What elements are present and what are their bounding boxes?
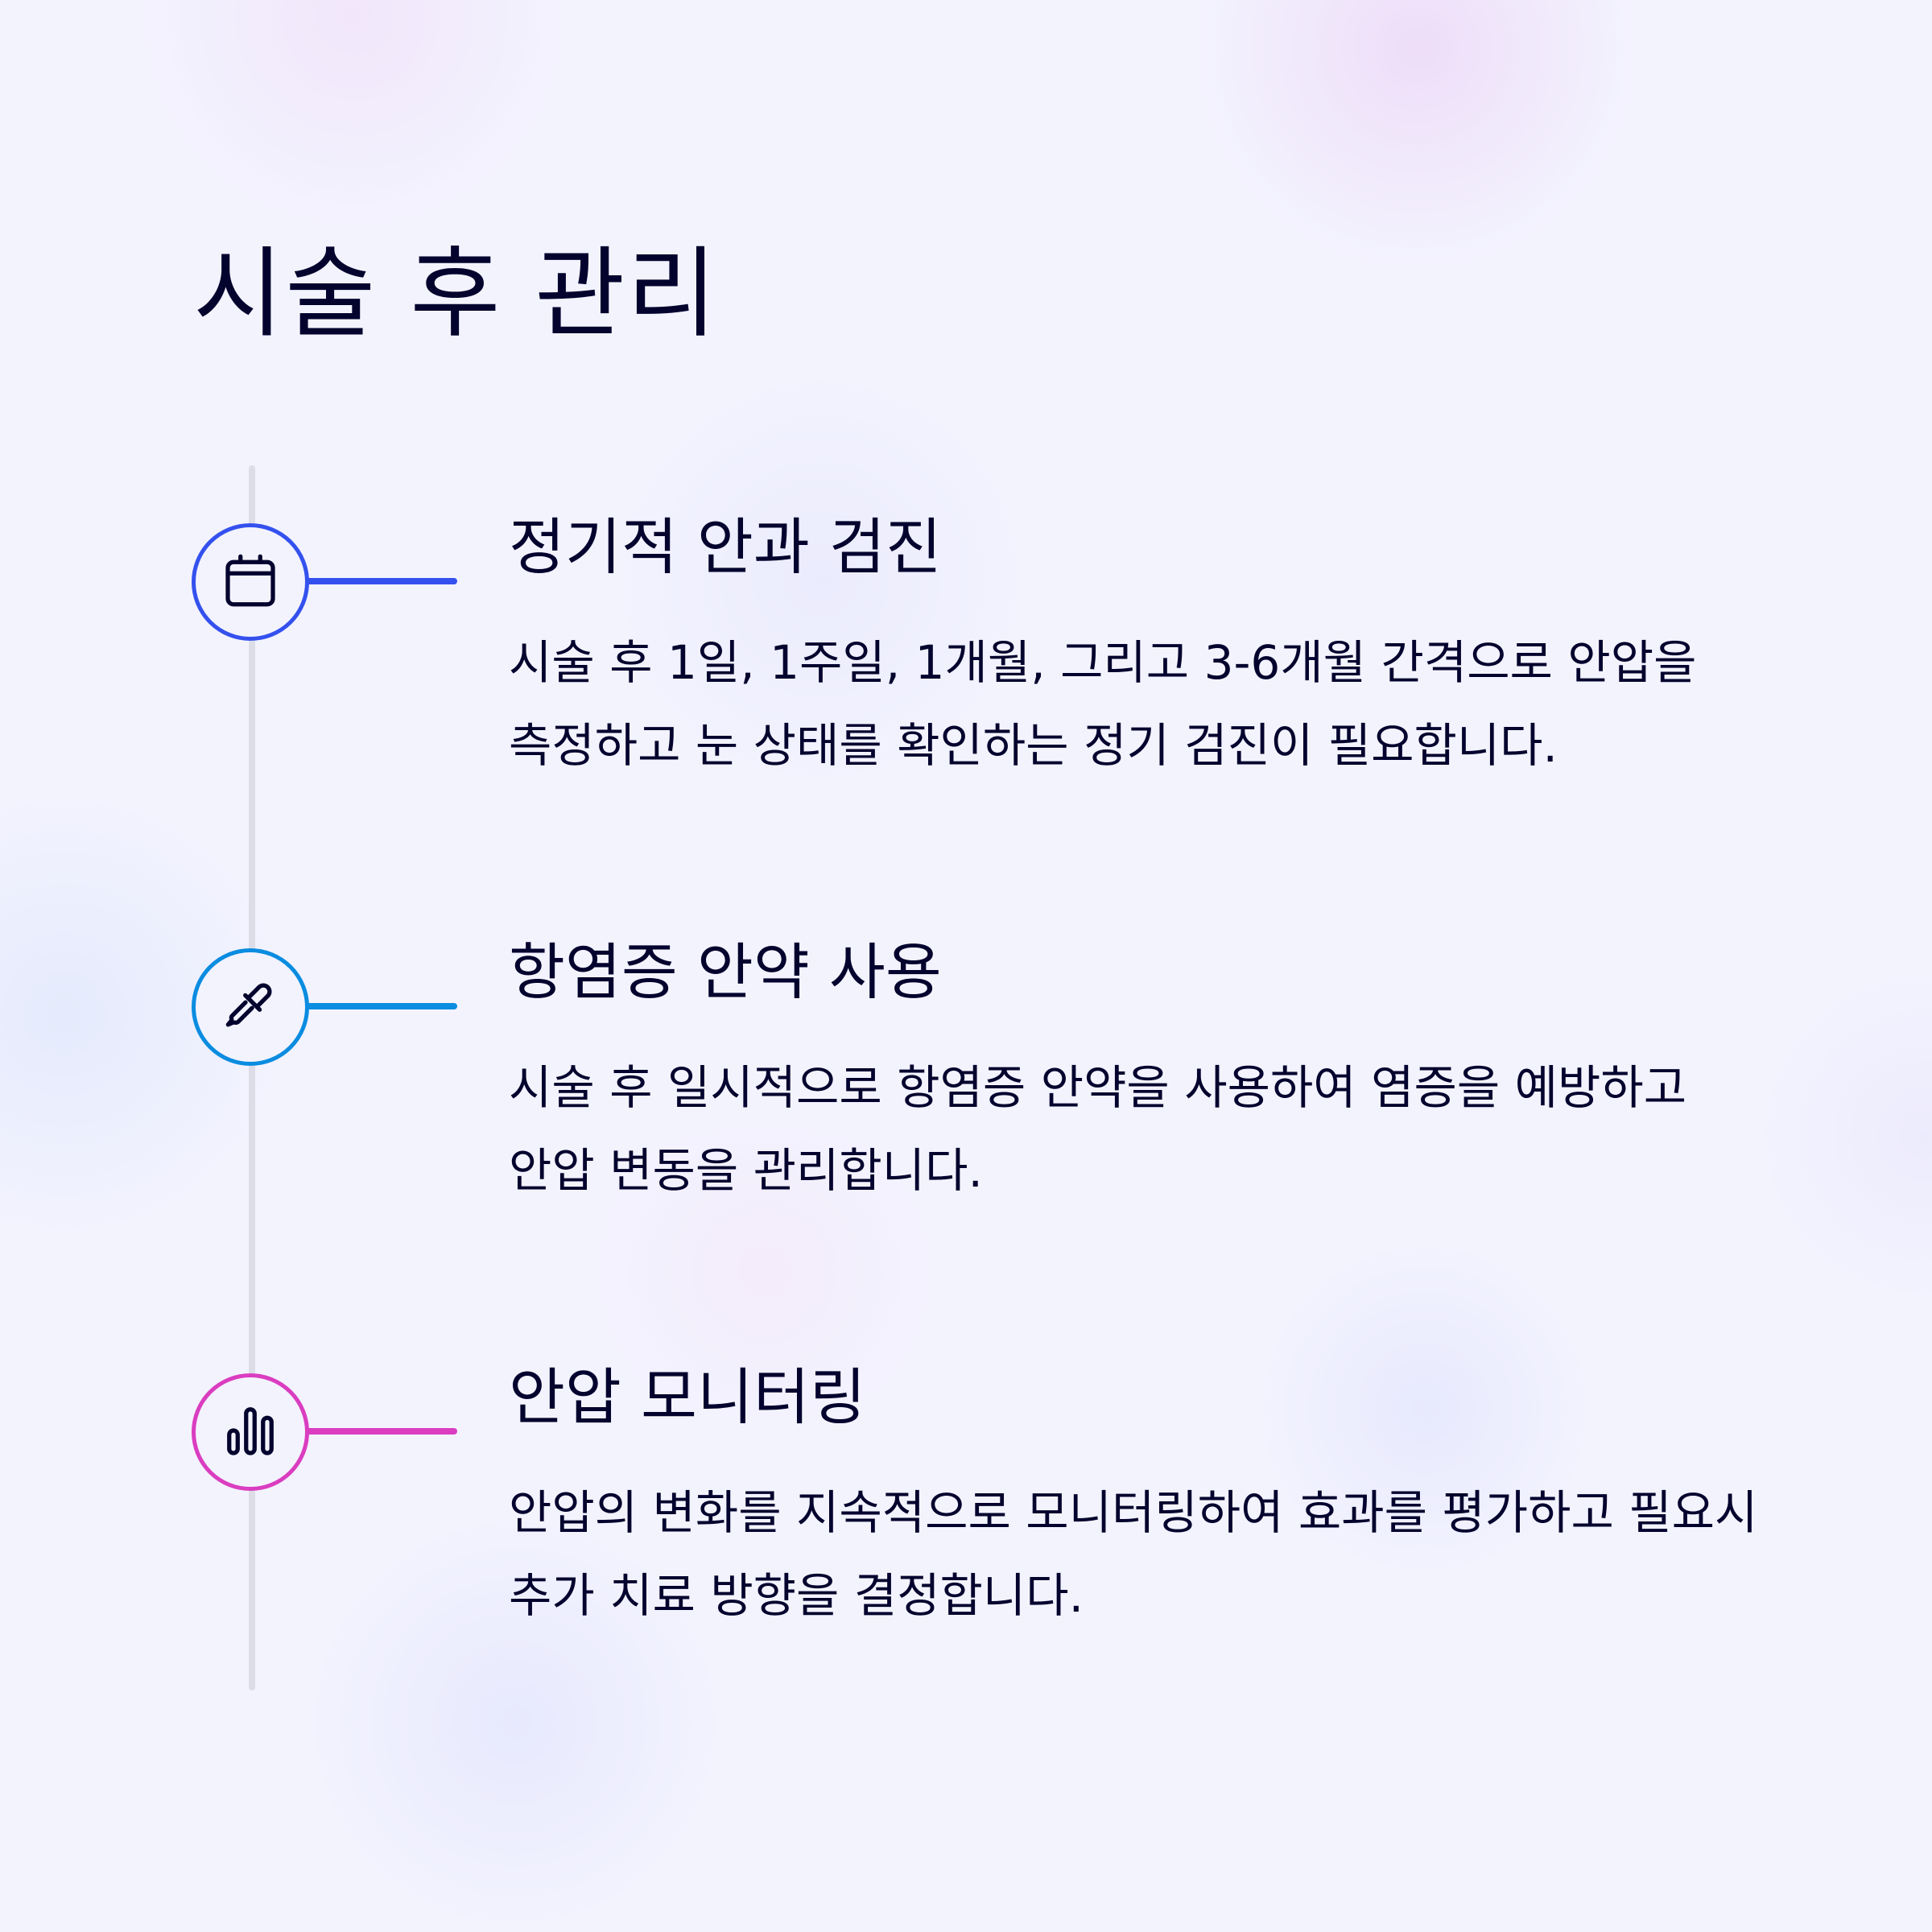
step-icon-badge — [192, 1373, 309, 1491]
step-title: 안압 모니터링 — [509, 1361, 866, 1433]
step-description: 시술 후 1일, 1주일, 1개월, 그리고 3-6개월 간격으로 안압을 측정… — [509, 635, 1697, 773]
timeline-line — [249, 465, 255, 1690]
step-title: 항염증 안약 사용 — [509, 936, 942, 1008]
background-blob — [1755, 966, 1932, 1304]
step-connector — [304, 1428, 457, 1435]
background-blob — [1191, 0, 1642, 274]
eyedropper-icon — [217, 972, 284, 1042]
step-icon-badge — [192, 948, 309, 1066]
background-blob — [129, 0, 580, 225]
step-title: 정기적 안과 검진 — [509, 511, 942, 583]
step-connector — [304, 1003, 457, 1009]
bar-chart-icon — [217, 1397, 284, 1468]
step-connector — [304, 578, 457, 584]
page-title: 시술 후 관리 — [193, 237, 719, 351]
step-icon-badge — [192, 523, 309, 641]
step-description: 안압의 변화를 지속적으로 모니터링하여 효과를 평가하고 필요시 추가 치료 … — [509, 1485, 1758, 1623]
calendar-icon — [217, 547, 284, 617]
step-description: 시술 후 일시적으로 항염증 안약을 사용하여 염증을 예방하고 안압 변동을 … — [509, 1060, 1687, 1198]
